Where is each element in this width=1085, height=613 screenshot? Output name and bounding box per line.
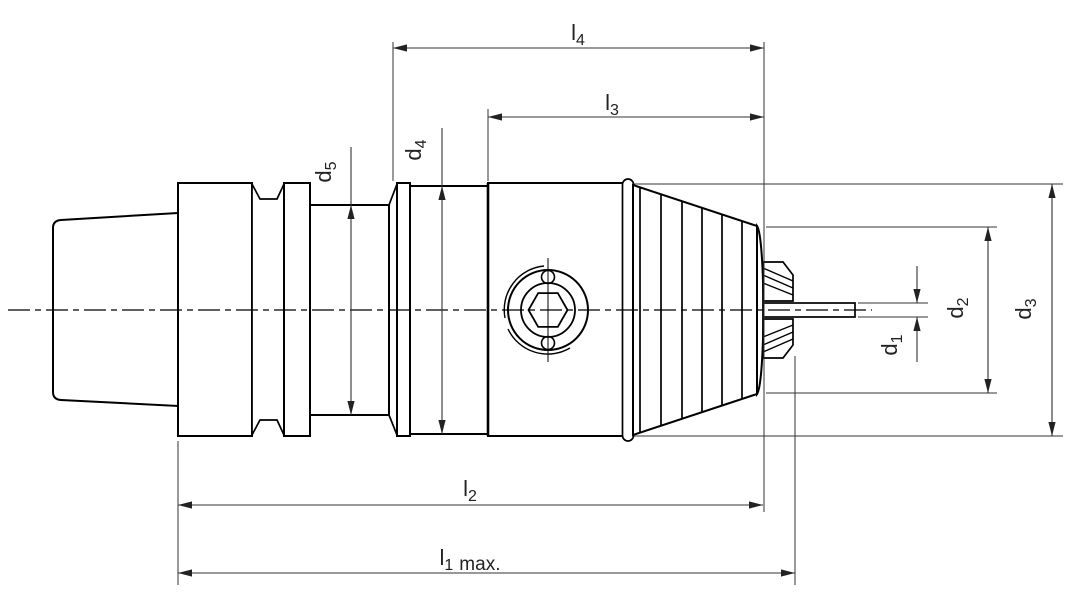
dim-label-l3: l3 bbox=[605, 90, 619, 119]
dim-label-l2: l2 bbox=[463, 476, 477, 505]
chuck-jaw-lower bbox=[762, 318, 794, 359]
dim-label-d1: d1 bbox=[877, 334, 906, 355]
chuck-jaw-upper bbox=[762, 261, 794, 302]
chamfer-top bbox=[388, 183, 398, 206]
hex-socket bbox=[527, 292, 569, 328]
dim-label-l4: l4 bbox=[571, 20, 585, 49]
chamfer-bottom bbox=[388, 414, 398, 436]
dim-label-d3: d3 bbox=[1011, 298, 1040, 319]
dim-label-d2: d2 bbox=[943, 297, 972, 318]
extension-lines bbox=[177, 42, 1063, 585]
dim-label-d5: d5 bbox=[311, 161, 340, 182]
dim-label-d4: d4 bbox=[401, 139, 430, 160]
dimension-lines bbox=[178, 44, 1056, 577]
chuck-part-outline bbox=[8, 178, 872, 442]
